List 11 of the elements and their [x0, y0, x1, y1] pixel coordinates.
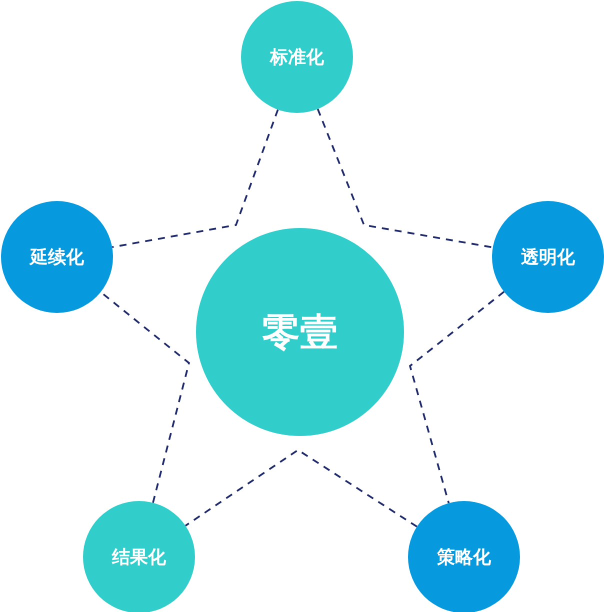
- dashed-connector: [100, 291, 190, 503]
- dashed-connector: [112, 109, 279, 248]
- node-label: 策略化: [437, 546, 491, 569]
- node-label: 标准化: [270, 46, 324, 69]
- node-label: 零壹: [262, 308, 338, 356]
- dashed-connector: [316, 108, 493, 248]
- node-label: 延续化: [30, 246, 84, 269]
- dashed-connector: [184, 448, 418, 528]
- dashed-connector: [408, 291, 505, 504]
- node-label: 透明化: [521, 246, 575, 269]
- node-label: 结果化: [112, 546, 166, 569]
